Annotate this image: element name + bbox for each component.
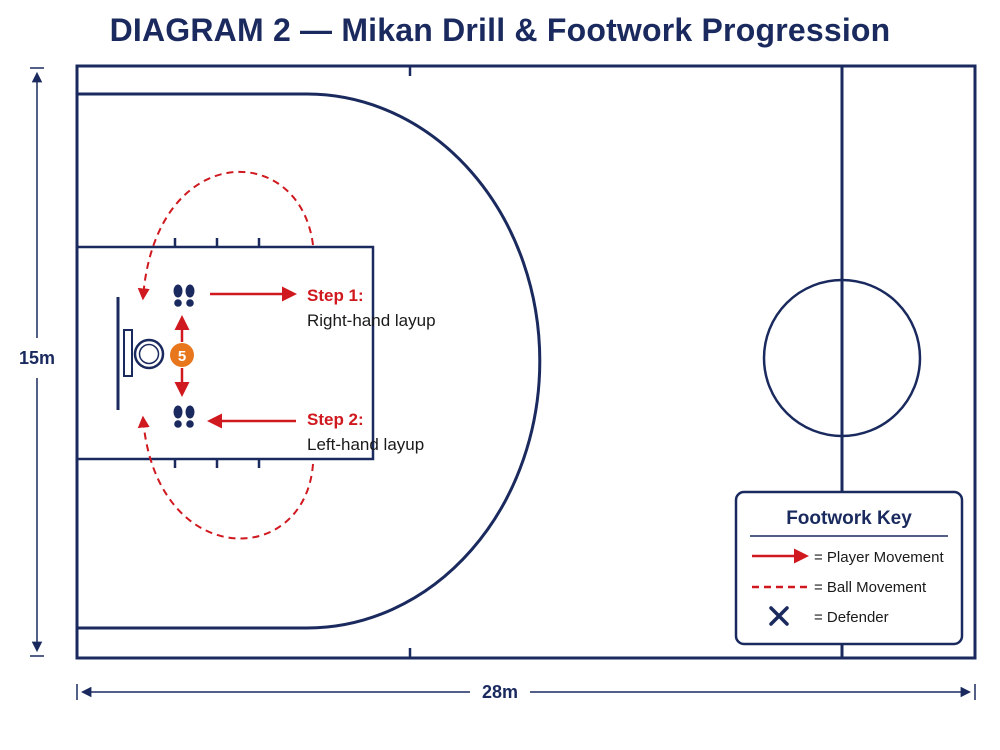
lane-hash-marks	[173, 238, 261, 468]
free-throw-lane	[77, 245, 375, 461]
footwork-key-legend: Footwork Key = Player Movement = Ball Mo…	[734, 490, 964, 646]
step-2-text: Left-hand layup	[307, 435, 424, 454]
legend-title: Footwork Key	[786, 508, 912, 529]
step-1-text: Right-hand layup	[307, 311, 436, 330]
legend-item-player-movement: = Player Movement	[814, 549, 944, 566]
legend-item-defender: = Defender	[814, 609, 889, 626]
basket-icon	[116, 297, 165, 410]
footprints-icon	[173, 405, 195, 428]
ball-path-top	[137, 171, 314, 301]
step-1-label: Step 1:	[307, 286, 364, 305]
ball-path-bottom	[137, 415, 314, 540]
player-marker: 5	[170, 343, 194, 367]
width-dimension	[76, 684, 976, 700]
center-circle	[762, 278, 922, 438]
height-label: 15m	[19, 348, 55, 368]
footprints-icon	[173, 284, 195, 307]
step-2-label: Step 2:	[307, 410, 364, 429]
diagram-title: DIAGRAM 2 — Mikan Drill & Footwork Progr…	[109, 12, 891, 48]
defender-x-icon	[769, 606, 789, 626]
height-dimension	[30, 67, 44, 657]
width-label: 28m	[482, 682, 518, 702]
court-boundary	[75, 64, 977, 660]
player-number: 5	[178, 348, 186, 365]
three-point-line	[77, 92, 542, 630]
legend-item-ball-movement: = Ball Movement	[814, 579, 927, 596]
